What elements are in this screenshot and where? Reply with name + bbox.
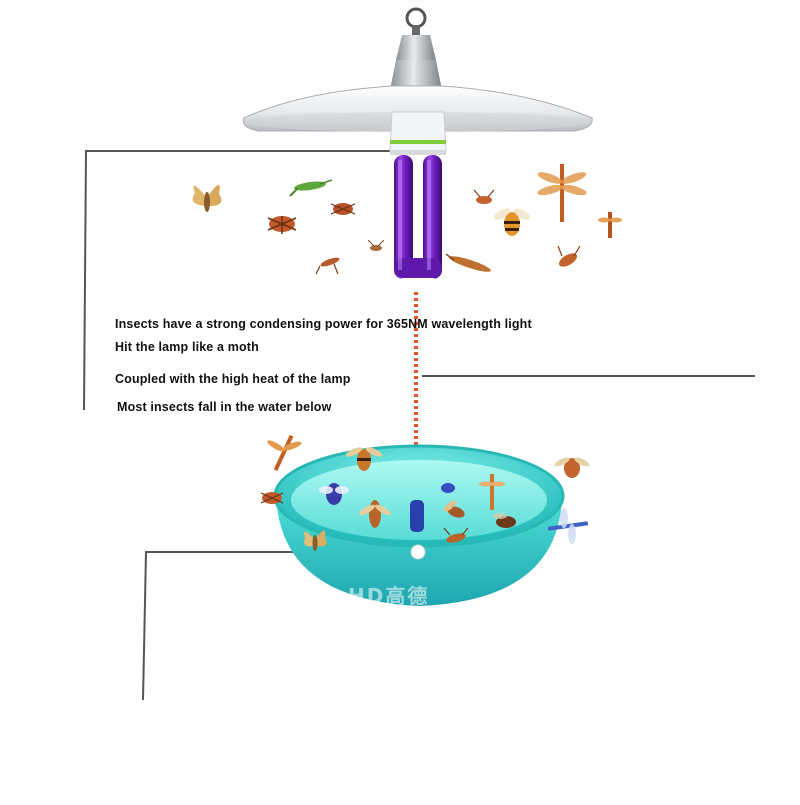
- wasp-icon: [554, 457, 590, 478]
- caption-hit-lamp: Hit the lamp like a moth: [115, 340, 259, 354]
- wasp-icon: [557, 245, 581, 267]
- wasp-icon: [493, 208, 531, 236]
- wasp-icon: [315, 257, 340, 275]
- wasp-icon: [473, 189, 495, 204]
- hook-icon: [405, 7, 427, 35]
- wasp-icon: [443, 500, 465, 518]
- leader-line-lamp: [83, 150, 430, 411]
- wasp-icon: [443, 527, 469, 543]
- lamp-shade-icon: [242, 85, 593, 132]
- fly-icon: [319, 483, 349, 505]
- insects-in-basin: [260, 434, 590, 551]
- insects-near-lamp: [192, 164, 622, 275]
- fly-icon: [367, 239, 385, 251]
- float-ball: [410, 544, 426, 560]
- watermark-logo: HD高德: [348, 584, 430, 608]
- wasp-icon: [598, 212, 622, 238]
- dragonfly-icon: [537, 164, 587, 222]
- water-basin-icon: [273, 444, 565, 606]
- lamp-base: [389, 111, 447, 155]
- caption-uv-attraction: Insects have a strong condensing power f…: [115, 317, 532, 331]
- hanging-lamp: [242, 7, 593, 284]
- dragonfly-icon: [547, 508, 589, 544]
- uv-tube-reflection: [410, 500, 424, 532]
- wasp-icon: [359, 500, 391, 528]
- leader-lines: [83, 150, 755, 701]
- uv-tube-icon: [394, 155, 442, 284]
- beetle-icon: [260, 492, 284, 504]
- lamp-socket-icon: [390, 35, 442, 90]
- beetle-icon: [493, 513, 516, 528]
- dragonfly-icon: [479, 474, 505, 510]
- caption-lamp-heat: Coupled with the high heat of the lamp: [115, 372, 351, 386]
- fly-icon: [441, 483, 455, 493]
- moth-icon: [304, 530, 327, 551]
- moth-icon: [192, 184, 222, 212]
- grasshopper-icon: [289, 179, 333, 197]
- beetle-icon: [330, 203, 356, 215]
- wasp-icon: [345, 447, 383, 471]
- beetle-icon: [267, 216, 297, 234]
- dragonfly-icon: [267, 434, 302, 471]
- caption-fall-in-water: Most insects fall in the water below: [117, 400, 332, 414]
- grasshopper-icon: [445, 253, 491, 272]
